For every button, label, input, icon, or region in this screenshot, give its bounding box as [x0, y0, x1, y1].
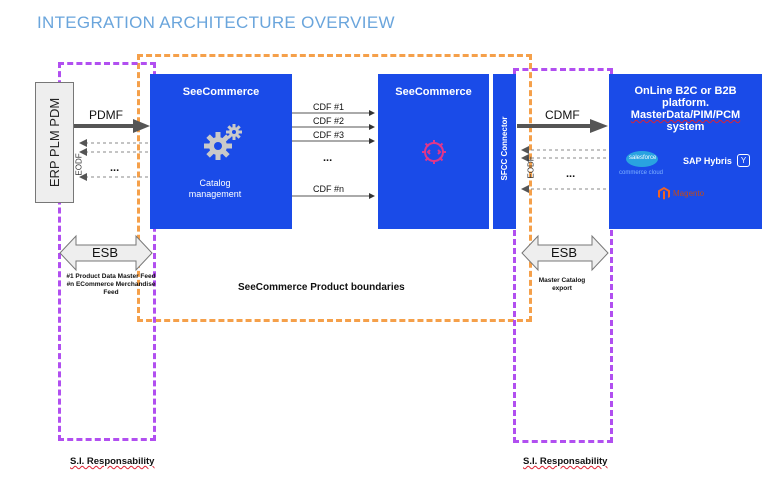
- seecommerce-title-1: SeeCommerce: [182, 86, 260, 98]
- platform-title-line4: system: [666, 121, 705, 133]
- esb-left-arrow: [59, 234, 153, 272]
- boundary-label: SeeCommerce Product boundaries: [238, 282, 405, 293]
- master-catalog-line2: export: [552, 285, 572, 292]
- sfcc-connector-block: SFCC Connector: [493, 74, 516, 229]
- magento-text: Magento: [673, 189, 705, 198]
- platform-title-line2: platform.: [661, 97, 710, 109]
- feed-text-3: Feed: [103, 289, 119, 296]
- feed-text-2: #n ECommerce Merchandise: [66, 281, 156, 288]
- dots-left: ...: [110, 162, 120, 174]
- magento-logo-icon: [657, 186, 671, 205]
- esb-label-left: ESB: [92, 245, 119, 260]
- eodf-right-arrows: [521, 146, 606, 193]
- si-responsibility-right: S.I. Responsability: [523, 456, 608, 467]
- cdmf-label: CDMF: [545, 108, 580, 122]
- esb-label-right: ESB: [551, 245, 578, 260]
- si-responsibility-left: S.I. Responsability: [70, 456, 155, 467]
- pdmf-arrow: [74, 119, 150, 133]
- seecommerce-catalog-block: SeeCommerce: [150, 74, 292, 229]
- catalog-management-label: Catalog management: [188, 178, 242, 199]
- cdf-label-2: CDF #2: [313, 116, 345, 126]
- product-boundary-box: [137, 54, 532, 322]
- cdf-label-dots: ...: [323, 152, 333, 164]
- seecommerce-title-2: SeeCommerce: [395, 86, 472, 98]
- pdmf-label: PDMF: [89, 108, 123, 122]
- salesforce-text: salesforce: [629, 155, 657, 161]
- seecommerce-block-2: SeeCommerce: [378, 74, 489, 229]
- platform-title-line3: MasterData/PIM/PCM: [630, 109, 741, 121]
- cdf-label-3: CDF #3: [313, 130, 345, 140]
- sap-hybris-text: SAP Hybris: [683, 156, 732, 166]
- online-platform-block: OnLine B2C or B2B platform. MasterData/P…: [609, 74, 762, 229]
- esb-right-arrow: [521, 234, 609, 272]
- eodf-left-arrows: [79, 139, 148, 181]
- hybris-logo-icon: Y: [737, 154, 750, 167]
- dots-right: ...: [566, 168, 576, 180]
- eodf-label-right: EODF: [526, 156, 536, 179]
- si-responsibility-box-right: [513, 68, 613, 443]
- cdf-arrows: [292, 110, 375, 199]
- platform-title-line1: OnLine B2C or B2B: [634, 85, 737, 97]
- commerce-cloud-text: commerce cloud: [619, 170, 664, 176]
- master-catalog-line1: Master Catalog: [538, 277, 586, 284]
- diagram-title: INTEGRATION ARCHITECTURE OVERVIEW: [37, 13, 395, 32]
- cdmf-arrow: [517, 119, 608, 133]
- salesforce-logo: [622, 150, 662, 179]
- cdf-label-1: CDF #1: [313, 102, 345, 112]
- cdf-label-n: CDF #n: [313, 184, 345, 194]
- integration-gear-icon: [419, 138, 449, 171]
- gear-icon: [200, 122, 246, 169]
- erp-plm-pdm-box: ERP PLM PDM: [35, 82, 74, 203]
- eodf-label-left: EODF: [74, 153, 84, 176]
- feed-text-1: #1 Product Data Master Feed: [66, 273, 156, 280]
- si-responsibility-box-left: [58, 62, 156, 441]
